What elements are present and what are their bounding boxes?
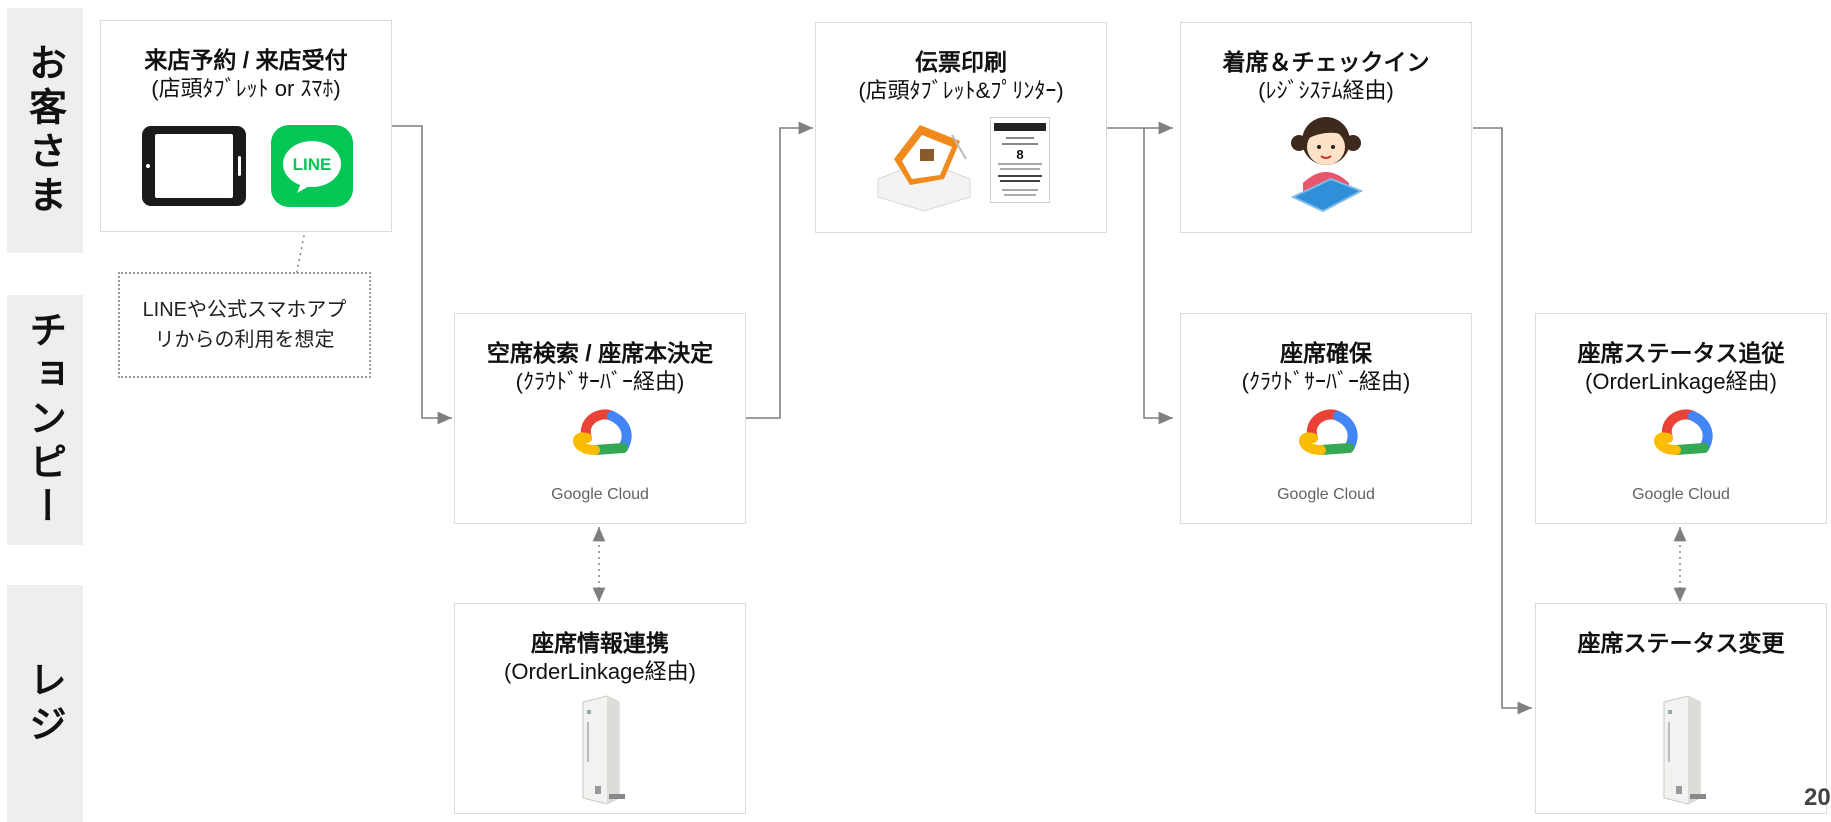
- lane-choanpi: チョンピー: [7, 295, 83, 545]
- step-follow: 座席ステータス追従 (OrderLinkage経由) Google Cloud: [1535, 313, 1827, 524]
- step-checkin: 着席＆チェックイン (ﾚｼﾞｼｽﾃﾑ経由): [1180, 22, 1472, 233]
- google-cloud-icon: [1654, 409, 1713, 455]
- arrow-print-to-secure: [1143, 128, 1173, 425]
- line-logo-text: LINE: [292, 155, 332, 174]
- google-cloud-label: Google Cloud: [1277, 486, 1375, 503]
- server-icon: [582, 695, 625, 805]
- step-reserve: 来店予約 / 来店受付 (店頭ﾀﾌﾞﾚｯﾄ or ｽﾏﾎ) LINE: [100, 20, 392, 232]
- server-icon: [1663, 695, 1706, 805]
- lane-register-label: レジ: [22, 659, 67, 748]
- google-cloud-label: Google Cloud: [551, 486, 649, 503]
- step-sync: 座席情報連携 (OrderLinkage経由): [454, 603, 746, 814]
- step-print-title: 伝票印刷: [915, 49, 1007, 75]
- step-follow-title: 座席ステータス追従: [1577, 340, 1785, 366]
- tablet-icon: [142, 126, 246, 206]
- step-search-title: 空席検索 / 座席本決定: [486, 340, 714, 366]
- google-cloud-icon: [1299, 409, 1358, 455]
- step-print: 伝票印刷 (店頭ﾀﾌﾞﾚｯﾄ&ﾌﾟﾘﾝﾀｰ) 8: [815, 22, 1107, 233]
- ticket-icon: [990, 117, 1050, 203]
- lane-customer-label: お客さま: [22, 42, 67, 219]
- lane-customer: お客さま: [7, 8, 83, 253]
- note-box: LINEや公式スマホアプリからの利用を想定: [118, 272, 371, 378]
- page-number: 20: [1804, 784, 1831, 811]
- step-change-title: 座席ステータス変更: [1577, 630, 1785, 656]
- girl-with-tablet-icon: [1290, 117, 1364, 213]
- google-cloud-label: Google Cloud: [1632, 486, 1730, 503]
- step-checkin-title: 着席＆チェックイン: [1222, 49, 1430, 75]
- printer-icon: [877, 125, 971, 212]
- step-search-sub: (ｸﾗｳﾄﾞｻｰﾊﾞｰ経由): [515, 369, 685, 394]
- arrow-reserve-to-search: [392, 125, 452, 425]
- arrow-checkin-to-change: [1473, 127, 1532, 715]
- step-follow-sub: (OrderLinkage経由): [1585, 369, 1777, 394]
- lane-choanpi-label: チョンピー: [22, 310, 67, 530]
- step-reserve-title: 来店予約 / 来店受付: [144, 47, 348, 73]
- ticket-number: 8: [1016, 147, 1024, 162]
- line-icon: [271, 125, 353, 207]
- step-secure: 座席確保 (ｸﾗｳﾄﾞｻｰﾊﾞｰ経由) Google Cloud: [1180, 313, 1472, 524]
- lane-register: レジ: [7, 585, 83, 822]
- step-sync-title: 座席情報連携: [531, 630, 669, 656]
- step-sync-sub: (OrderLinkage経由): [504, 659, 696, 684]
- step-secure-sub: (ｸﾗｳﾄﾞｻｰﾊﾞｰ経由): [1241, 369, 1411, 394]
- step-secure-title: 座席確保: [1280, 340, 1372, 366]
- step-checkin-sub: (ﾚｼﾞｼｽﾃﾑ経由): [1258, 78, 1394, 103]
- step-search: 空席検索 / 座席本決定 (ｸﾗｳﾄﾞｻｰﾊﾞｰ経由) Google Cloud: [454, 313, 746, 524]
- google-cloud-icon: [573, 409, 632, 455]
- step-change: 座席ステータス変更: [1535, 603, 1827, 814]
- note-text: LINEや公式スマホアプリからの利用を想定: [142, 299, 347, 351]
- arrow-search-to-print: [746, 121, 813, 419]
- step-print-sub: (店頭ﾀﾌﾞﾚｯﾄ&ﾌﾟﾘﾝﾀｰ): [858, 78, 1064, 103]
- step-reserve-sub: (店頭ﾀﾌﾞﾚｯﾄ or ｽﾏﾎ): [151, 76, 341, 101]
